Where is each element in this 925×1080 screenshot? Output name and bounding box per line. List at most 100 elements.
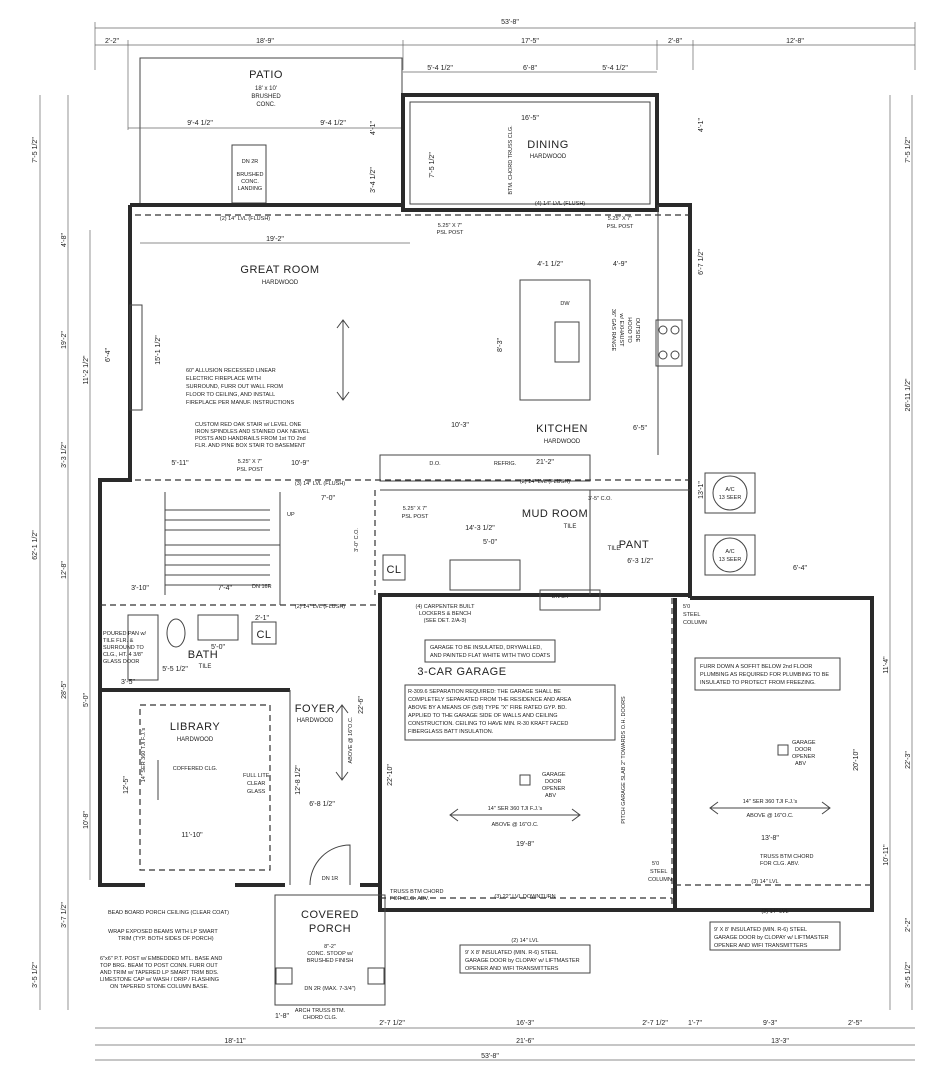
top-dining-3: 5'-4 1/2" — [602, 65, 628, 72]
tile-pan-3: SURROUND TO — [103, 645, 144, 651]
top-seg-5: 12'-8" — [786, 38, 804, 45]
dn2r-porch: DN 2R (MAX. 7-3/4") — [304, 986, 355, 992]
tile-pan-2: TILE FLR. & — [103, 638, 134, 644]
lockers-note-2: LOCKERS & BENCH — [419, 611, 471, 617]
library-name: LIBRARY — [170, 721, 221, 733]
great-room-name: GREAT ROOM — [240, 264, 319, 276]
dim-great-room-inner: 15'-1 1/2" — [155, 335, 162, 365]
mud-room: 3'-5" C.O. MUD ROOM TILE 14'-3 1/2" 5'-0… — [380, 489, 690, 624]
garage-note2-3: ABOVE BY A MEANS OF (5/8) TYPE "X" FIRE … — [408, 705, 567, 711]
right-outer-3: 22'-3" — [905, 751, 912, 769]
garage-door-opener-2-b: DOOR — [795, 747, 812, 753]
library-floor: HARDWOOD — [177, 737, 214, 743]
patio: 9'-4 1/2" 9'-4 1/2" PATIO 18' x 10' BRUS… — [128, 57, 403, 207]
lvl-garage-1: (3) 14" LVL — [751, 879, 778, 885]
garage-joist-1: 14" SER 360 TJI F.J.'s — [488, 806, 543, 812]
garage-door-9-2: GARAGE DOOR by CLOPAY w/ LIFTMASTER — [714, 935, 829, 941]
range-note-1: 36" GAS RANGE — [610, 309, 616, 352]
dining-name: DINING — [527, 139, 569, 151]
garage-joist-2-spacing: ABOVE @ 16"O.C. — [747, 813, 794, 819]
psl-post-3-size: 5.25" X 7" — [238, 459, 262, 465]
post-note-1: 6"x6" P.T. POST w/ EMBEDDED MTL. BASE AN… — [100, 956, 222, 962]
top-dining-1: 5'-4 1/2" — [427, 65, 453, 72]
dim-stair-2: 7'-4" — [218, 585, 232, 592]
patio-name: PATIO — [249, 69, 283, 81]
porch-name-1: COVERED — [301, 909, 359, 921]
lvl-flush-foyer: (2) 14" LVL (FLUSH) — [295, 604, 345, 610]
kitchen-dim-6: 21'-2" — [536, 459, 554, 466]
right-inner-5: 10'-11" — [883, 844, 890, 866]
steel-column-1-c: COLUMN — [683, 620, 707, 626]
psl-post-2-label: PSL POST — [607, 224, 634, 230]
patio-landing-3: LANDING — [238, 186, 262, 192]
stair-down: DN 16R — [252, 584, 272, 590]
covered-porch: COVERED PORCH 8"-2" CONC. STOOP w/ BRUSH… — [274, 894, 386, 1021]
dining-floor: HARDWOOD — [530, 154, 567, 160]
exterior-walls — [98, 203, 874, 912]
tile-pan-1: POURED PAN w/ — [103, 631, 146, 637]
right-outer-1: 7'-5 1/2" — [905, 137, 912, 163]
garage-note2-1: R-309.6 SEPARATION REQUIRED: THE GARAGE … — [408, 689, 561, 695]
top-seg-3: 17'-5" — [521, 38, 539, 45]
kitchen-floor: HARDWOOD — [544, 439, 581, 445]
left-outer-2: 62'-1 1/2" — [32, 530, 39, 560]
co-stair: 3'-0" C.O. — [354, 528, 360, 552]
porch-notes: BEAD BOARD PORCH CEILING (CLEAR COAT) WR… — [100, 910, 229, 990]
dining-dim: 16'-5" — [521, 115, 539, 122]
stair: UP DN 16R 3'-10" 7'-4" (2) 14" LVL (FLUS… — [100, 479, 570, 610]
garage-joist-1-spacing: ABOVE @ 16"O.C. — [492, 822, 539, 828]
garage-door-opener-2-a: GARAGE — [792, 740, 816, 746]
ac-units: A/C 13 SEER A/C 13 SEER 6'-4" — [704, 472, 807, 576]
garage-door-opener-2-d: ABV — [795, 761, 806, 767]
lvl-flush-great-room: (2) 14" LVL (FLUSH) — [220, 216, 270, 222]
left-inner2-3: 10'-8" — [83, 811, 90, 829]
garage-dim: 19'-8" — [516, 841, 534, 848]
garage-joist-2: 14" SER 360 TJI F.J.'s — [743, 799, 798, 805]
truss-chord-1-a: TRUSS BTM CHORD — [390, 889, 444, 895]
range-note-4: OUTSIDE — [634, 318, 640, 343]
soffit-note-1: FURR DOWN A SOFFIT BELOW 2nd FLOOR — [700, 664, 812, 670]
steel-column-1-a: 5'0 — [683, 604, 690, 610]
garage-door-opener-1-a: GARAGE — [542, 772, 566, 778]
dim-foyer-2: 12'-8 1/2" — [295, 765, 302, 795]
garage-note1-1: GARAGE TO BE INSULATED, DRYWALLED, — [430, 645, 542, 651]
fireplace-note-1: 60" ALLUSION RECESSED LINEAR — [186, 368, 276, 374]
ac-2-label: A/C — [725, 549, 734, 555]
psl-post-1-size: 5.25" X 7" — [438, 223, 462, 229]
left-inner-3: 3'-3 1/2" — [61, 442, 68, 468]
stair-note-3: POSTS AND HANDRAILS FROM 1st TO 2nd — [195, 436, 306, 442]
dim-right-garage-bump: 6'-4" — [793, 565, 807, 572]
bottom-seg-1: 18'-11" — [224, 1038, 246, 1045]
foyer: FOYER HARDWOOD 6'-8 1/2" 12'-8 1/2" 22'-… — [295, 696, 365, 886]
great-room-floor: HARDWOOD — [262, 280, 299, 286]
soffit-note-2: PLUMBING AS REQUIRED FOR PLUMBING TO BE — [700, 672, 829, 678]
post-note-4: LIMESTONE CAP w/ WASH / DRIP / FLASHING — [100, 977, 219, 983]
foyer-name: FOYER — [295, 703, 335, 715]
full-lite-3: GLASS — [247, 789, 266, 795]
arch-truss-1: ARCH TRUSS BTM. — [295, 1008, 346, 1014]
lvl-flush-dining: (4) 14" LVL (FLUSH) — [535, 201, 585, 207]
kitchen-name: KITCHEN — [536, 423, 588, 435]
closet-bath: CL — [256, 629, 271, 641]
ac-1-label: A/C — [725, 487, 734, 493]
dim-bath-3: 3'-5" — [121, 679, 135, 686]
kitchen-dim-4: 10'-3" — [451, 422, 469, 429]
bottom-inner-1: 1'-8" — [275, 1013, 289, 1020]
patio-landing-2: CONC. — [241, 179, 259, 185]
pantry-name: PANT — [619, 539, 650, 551]
garage-door-9-1: 9' X 8' INSULATED (MIN. R-6) STEEL — [714, 927, 807, 933]
bottom-inner-5: 1'-7" — [688, 1020, 702, 1027]
garage-name: 3-CAR GARAGE — [417, 666, 506, 678]
bottom-inner-7: 2'-5" — [848, 1020, 862, 1027]
stair-up: UP — [287, 512, 295, 518]
post-note-2: TOP BRG. BEAM TO POST CONN. FURR OUT — [100, 963, 218, 969]
ac-2-seer: 13 SEER — [719, 557, 742, 563]
steel-column-1-b: STEEL — [683, 612, 700, 618]
top-dimensions: 53'-8" 2'-2" 18'-9" 17'-5" 2'-8" 12'-8" … — [94, 19, 916, 130]
garage-note2-2: COMPLETELY SEPARATED FROM THE RESIDENCE … — [408, 697, 572, 703]
stair-note-4: FLR. AND PINE BOX STAIR TO BASEMENT — [195, 443, 306, 449]
full-lite-2: CLEAR — [247, 781, 265, 787]
lockers-note-1: (4) CARPENTER BUILT — [416, 604, 476, 610]
dim-garage-left: 22'-10" — [387, 764, 394, 786]
garage: GARAGE TO BE INSULATED, DRYWALLED, AND P… — [348, 598, 872, 974]
